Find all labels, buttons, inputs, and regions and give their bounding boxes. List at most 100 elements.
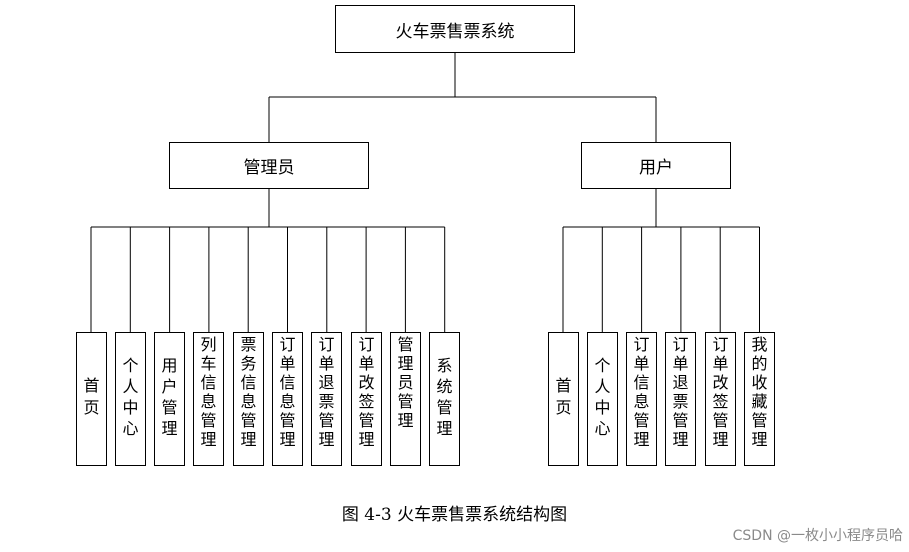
leaf-node: 订单改签管理 [705, 332, 736, 466]
leaf-node-char: 单 [672, 354, 689, 373]
leaf-node-char: 首 [555, 376, 572, 395]
leaf-node-char: 中 [122, 398, 139, 417]
leaf-node-char: 管 [751, 411, 768, 430]
leaf-node-char: 理 [397, 354, 414, 373]
leaf-node: 首页 [548, 332, 579, 466]
leaf-node-char: 单 [318, 354, 335, 373]
leaf-node-char: 单 [712, 354, 729, 373]
leaf-node-char: 统 [436, 377, 453, 396]
leaf-node: 列车信息管理 [193, 332, 224, 466]
leaf-node-char: 中 [594, 398, 611, 417]
leaf-node-char: 列 [200, 335, 217, 354]
leaf-node-char: 我 [751, 335, 768, 354]
leaf-node-char: 订 [318, 335, 335, 354]
watermark: CSDN @一枚小小程序员哈 [732, 528, 903, 544]
leaf-node-char: 信 [240, 373, 257, 392]
leaf-node: 订单退票管理 [665, 332, 696, 466]
leaf-node-char: 藏 [751, 392, 768, 411]
leaf-node-char: 息 [279, 392, 296, 411]
leaf-node: 首页 [76, 332, 107, 466]
leaf-node-char: 用 [161, 356, 178, 375]
leaf-node-char: 退 [318, 373, 335, 392]
leaf-node-char: 理 [633, 430, 650, 449]
leaf-node-char: 管 [358, 411, 375, 430]
leaf-node-char: 心 [594, 419, 611, 438]
leaf-node-char: 息 [633, 392, 650, 411]
leaf-node-char: 车 [200, 354, 217, 373]
leaf-node-char: 人 [122, 377, 139, 396]
leaf-node-char: 心 [122, 419, 139, 438]
leaf-node-char: 个 [122, 356, 139, 375]
leaf-node-char: 员 [397, 373, 414, 392]
leaf-node-char: 订 [358, 335, 375, 354]
leaf-node-char: 签 [712, 392, 729, 411]
leaf-node-char: 签 [358, 392, 375, 411]
leaf-node-char: 管 [397, 335, 414, 354]
leaf-node: 订单信息管理 [626, 332, 657, 466]
leaf-node-char: 票 [240, 335, 257, 354]
leaf-node-char: 理 [318, 430, 335, 449]
root-node: 火车票售票系统 [335, 5, 575, 53]
leaf-node-char: 管 [397, 392, 414, 411]
leaf-node-char: 首 [83, 376, 100, 395]
leaf-node-char: 息 [240, 392, 257, 411]
leaf-node-char: 管 [279, 411, 296, 430]
leaf-node-char: 理 [436, 419, 453, 438]
leaf-node-char: 页 [83, 398, 100, 417]
leaf-node-char: 订 [633, 335, 650, 354]
leaf-node-char: 订 [672, 335, 689, 354]
leaf-node-char: 管 [161, 398, 178, 417]
leaf-node-char: 理 [200, 430, 217, 449]
leaf-node: 系统管理 [429, 332, 460, 466]
leaf-node-char: 票 [318, 392, 335, 411]
leaf-node-char: 理 [161, 419, 178, 438]
leaf-node-char: 管 [200, 411, 217, 430]
leaf-node-char: 信 [633, 373, 650, 392]
leaf-node-char: 理 [358, 430, 375, 449]
leaf-node-char: 票 [672, 392, 689, 411]
leaf-node-char: 收 [751, 373, 768, 392]
leaf-node-char: 管 [672, 411, 689, 430]
leaf-node: 票务信息管理 [233, 332, 264, 466]
figure-caption: 图 4-3 火车票售票系统结构图 [341, 505, 568, 525]
leaf-node-char: 系 [436, 356, 453, 375]
leaf-node-char: 个 [594, 356, 611, 375]
leaf-node-char: 人 [594, 377, 611, 396]
leaf-node-char: 理 [751, 430, 768, 449]
leaf-node-char: 单 [279, 354, 296, 373]
leaf-node-char: 页 [555, 398, 572, 417]
leaf-node: 个人中心 [587, 332, 618, 466]
leaf-node-char: 理 [672, 430, 689, 449]
branch-node-admin: 管理员 [169, 142, 369, 189]
leaf-node-char: 理 [279, 430, 296, 449]
leaf-node-char: 单 [358, 354, 375, 373]
leaf-node: 订单退票管理 [311, 332, 342, 466]
leaf-node: 管理员管理 [390, 332, 421, 466]
leaf-node-char: 信 [200, 373, 217, 392]
leaf-node-char: 理 [240, 430, 257, 449]
leaf-node-char: 务 [240, 354, 257, 373]
branch-node-user: 用户 [581, 142, 731, 189]
leaf-node-char: 理 [712, 430, 729, 449]
leaf-node-char: 单 [633, 354, 650, 373]
leaf-node-char: 退 [672, 373, 689, 392]
leaf-node-char: 管 [318, 411, 335, 430]
leaf-node-char: 改 [358, 373, 375, 392]
leaf-node-char: 管 [633, 411, 650, 430]
leaf-node-char: 订 [712, 335, 729, 354]
leaf-node-char: 的 [751, 354, 768, 373]
leaf-node: 用户管理 [154, 332, 185, 466]
leaf-node: 个人中心 [115, 332, 146, 466]
leaf-node-char: 户 [161, 377, 178, 396]
leaf-node-char: 理 [397, 411, 414, 430]
leaf-node-char: 管 [712, 411, 729, 430]
leaf-node-char: 管 [240, 411, 257, 430]
leaf-node-char: 管 [436, 398, 453, 417]
leaf-node-char: 信 [279, 373, 296, 392]
leaf-node: 订单信息管理 [272, 332, 303, 466]
leaf-node-char: 息 [200, 392, 217, 411]
leaf-node: 订单改签管理 [351, 332, 382, 466]
leaf-node: 我的收藏管理 [744, 332, 775, 466]
leaf-node-char: 订 [279, 335, 296, 354]
